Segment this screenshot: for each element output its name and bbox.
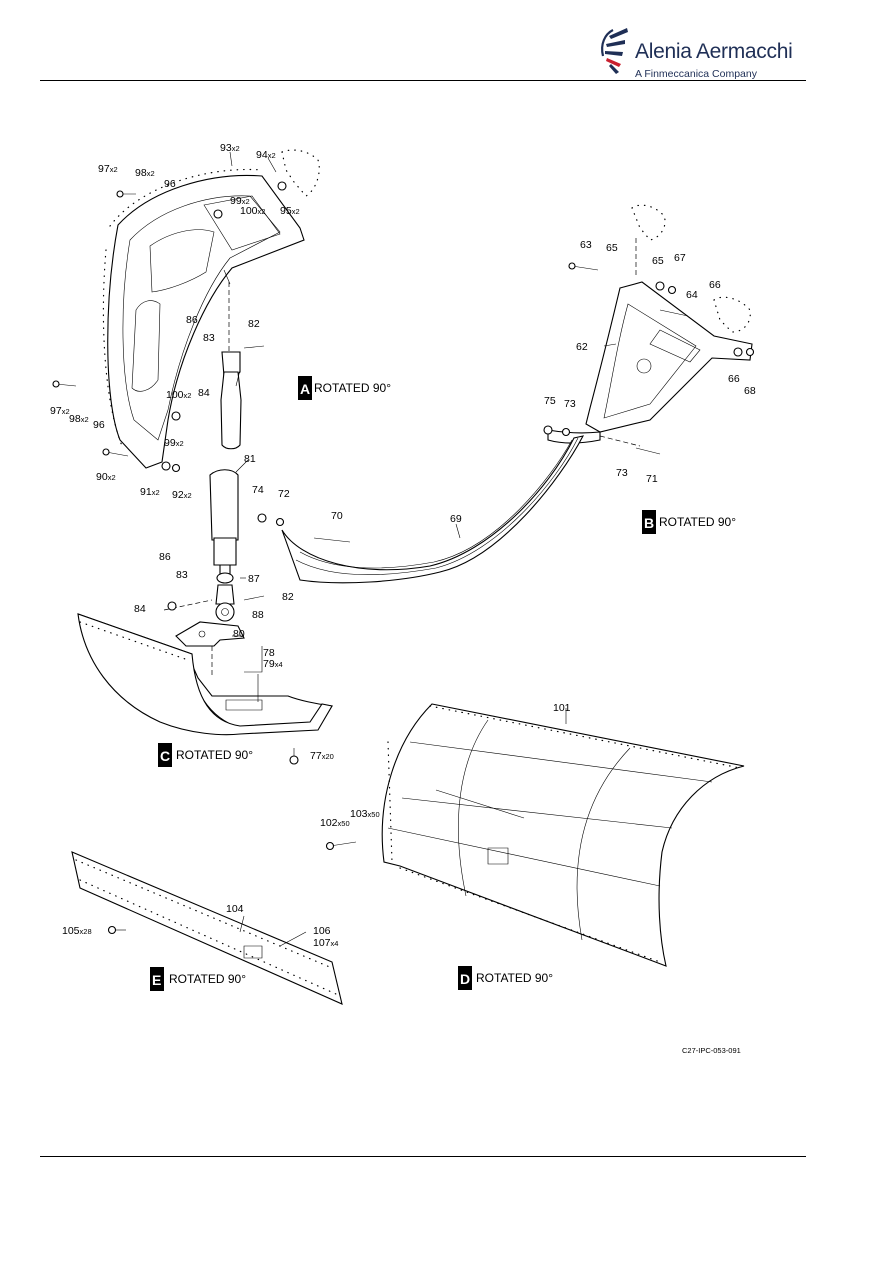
- company-logo: Alenia Aermacchi A Finmeccanica Company: [597, 26, 797, 82]
- callout-label: 96: [164, 178, 176, 190]
- callout-label: 104: [226, 903, 244, 915]
- aermacchi-logo-icon: [601, 28, 628, 74]
- side-frame: [281, 281, 753, 584]
- callout-label: 82: [248, 318, 260, 330]
- callout-label: 66: [709, 279, 721, 291]
- callout-label: 64: [686, 289, 698, 301]
- svg-text:D: D: [460, 971, 470, 987]
- callout-label: 91x2: [140, 486, 160, 498]
- callout-label: 63: [580, 239, 592, 251]
- brand-name: Alenia Aermacchi: [635, 40, 793, 63]
- callout-label: 73: [564, 398, 576, 410]
- strut-rod: [175, 351, 245, 647]
- callout-label: 97x2: [98, 163, 118, 175]
- callout-label: 84: [198, 387, 210, 399]
- callout-label: 100x2: [166, 389, 191, 401]
- svg-text:ROTATED 90°: ROTATED 90°: [169, 972, 246, 986]
- callout-label: 74: [252, 484, 264, 496]
- view-a-label: A ROTATED 90°: [298, 376, 391, 400]
- callout-label: 86: [159, 551, 171, 563]
- callout-label: 103x50: [350, 808, 380, 820]
- callout-label: 81: [244, 453, 256, 465]
- fasteners: [52, 181, 755, 935]
- callout-label: 102x50: [320, 817, 350, 829]
- callout-label: 68: [744, 385, 756, 397]
- callout-label: 79x4: [263, 658, 283, 670]
- view-b-label: B ROTATED 90°: [642, 510, 736, 534]
- callout-label: 100x2: [240, 205, 265, 217]
- svg-text:ROTATED 90°: ROTATED 90°: [659, 515, 736, 529]
- panel-e: [71, 851, 343, 1005]
- view-d-label: D ROTATED 90°: [458, 966, 553, 990]
- figure-reference: C27-IPC-053-091: [682, 1046, 741, 1055]
- callout-label: 101: [553, 702, 571, 714]
- callout-label: 83: [203, 332, 215, 344]
- callout-label: 84: [134, 603, 146, 615]
- header-rule: [40, 80, 806, 81]
- callout-label: 97x2: [50, 405, 70, 417]
- callout-label: 65: [652, 255, 664, 267]
- panel-d: [381, 703, 745, 967]
- svg-text:ROTATED 90°: ROTATED 90°: [314, 381, 391, 395]
- callout-label: 86: [186, 314, 198, 326]
- callout-label: 71: [646, 473, 658, 485]
- callout-label: 88: [252, 609, 264, 621]
- leader-lines: [229, 151, 617, 947]
- callout-label: 99x2: [230, 195, 250, 207]
- view-c-label: C ROTATED 90°: [158, 743, 253, 767]
- callouts: 93x2 94x2 97x2 98x2 96 99x2 100x2 95x2 8…: [50, 142, 756, 949]
- callout-label: 67: [674, 252, 686, 264]
- callout-label: 78: [263, 647, 275, 659]
- view-e-label: E ROTATED 90°: [150, 967, 246, 991]
- callout-label: 98x2: [135, 167, 155, 179]
- callout-label: 62: [576, 341, 588, 353]
- callout-label: 98x2: [69, 413, 89, 425]
- callout-label: 87: [248, 573, 260, 585]
- callout-label: 66: [728, 373, 740, 385]
- ghost-fittings: [281, 149, 751, 333]
- brand-subtitle: A Finmeccanica Company: [635, 68, 757, 80]
- callout-label: 72: [278, 488, 290, 500]
- callout-label: 105x28: [62, 925, 92, 937]
- callout-label: 82: [282, 591, 294, 603]
- callout-label: 77x20: [310, 750, 334, 762]
- callout-label: 70: [331, 510, 343, 522]
- callout-label: 106: [313, 925, 331, 937]
- centerline-b2: [599, 435, 641, 447]
- arch-frame: [102, 168, 305, 469]
- svg-text:A: A: [300, 381, 310, 397]
- svg-text:B: B: [644, 515, 654, 531]
- callout-label: 92x2: [172, 489, 192, 501]
- callout-label: 96: [93, 419, 105, 431]
- svg-text:ROTATED 90°: ROTATED 90°: [176, 748, 253, 762]
- callout-label: 80: [233, 628, 245, 640]
- callout-label: 99x2: [164, 437, 184, 449]
- callout-label: 65: [606, 242, 618, 254]
- callout-label: 107x4: [313, 937, 338, 949]
- callout-label: 90x2: [96, 471, 116, 483]
- callout-label: 69: [450, 513, 462, 525]
- svg-text:C: C: [160, 748, 170, 764]
- callout-label: 73: [616, 467, 628, 479]
- callout-label: 93x2: [220, 142, 240, 154]
- callout-label: 83: [176, 569, 188, 581]
- svg-text:ROTATED 90°: ROTATED 90°: [476, 971, 553, 985]
- callout-label: 95x2: [280, 205, 300, 217]
- callout-label: 94x2: [256, 149, 276, 161]
- trough-panel: [77, 613, 333, 736]
- callout-label: 75: [544, 395, 556, 407]
- footer-rule: [40, 1156, 806, 1157]
- svg-text:E: E: [152, 972, 161, 988]
